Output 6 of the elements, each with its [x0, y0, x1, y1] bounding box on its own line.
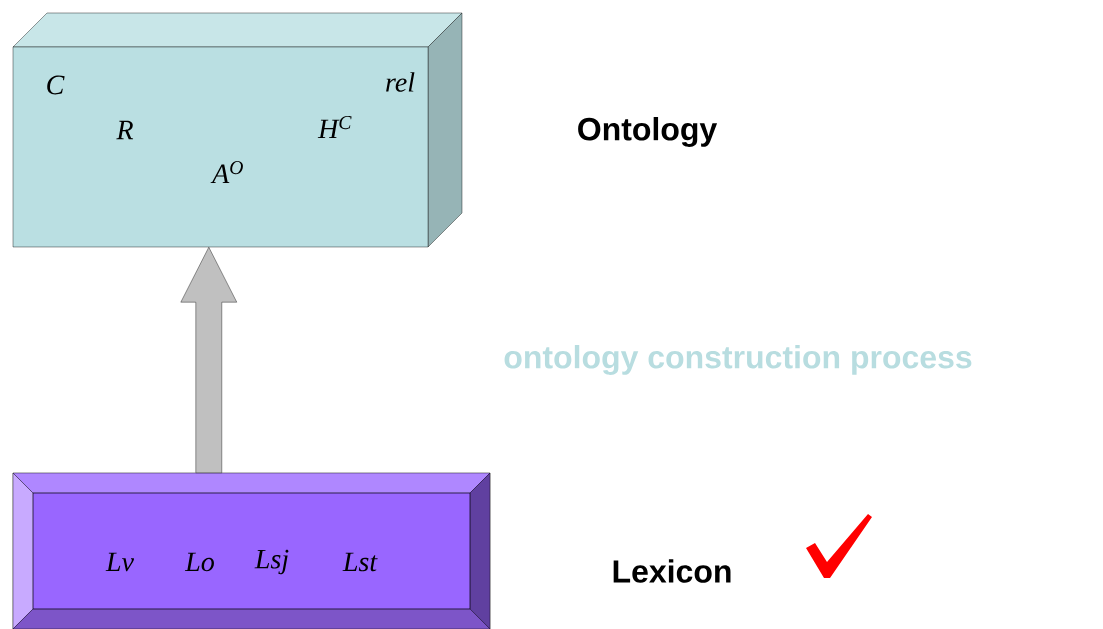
block-arrow	[180, 247, 237, 473]
box-3d: C rel R H$^{C}$ A$^{O}$	[12, 12, 463, 248]
node-caption: Lexicon	[613, 559, 731, 583]
bevel-box: Lv Lo Lsj Lst	[12, 472, 491, 629]
node-caption: Ontology	[578, 117, 718, 147]
process-label: ontology construction process	[504, 345, 972, 375]
